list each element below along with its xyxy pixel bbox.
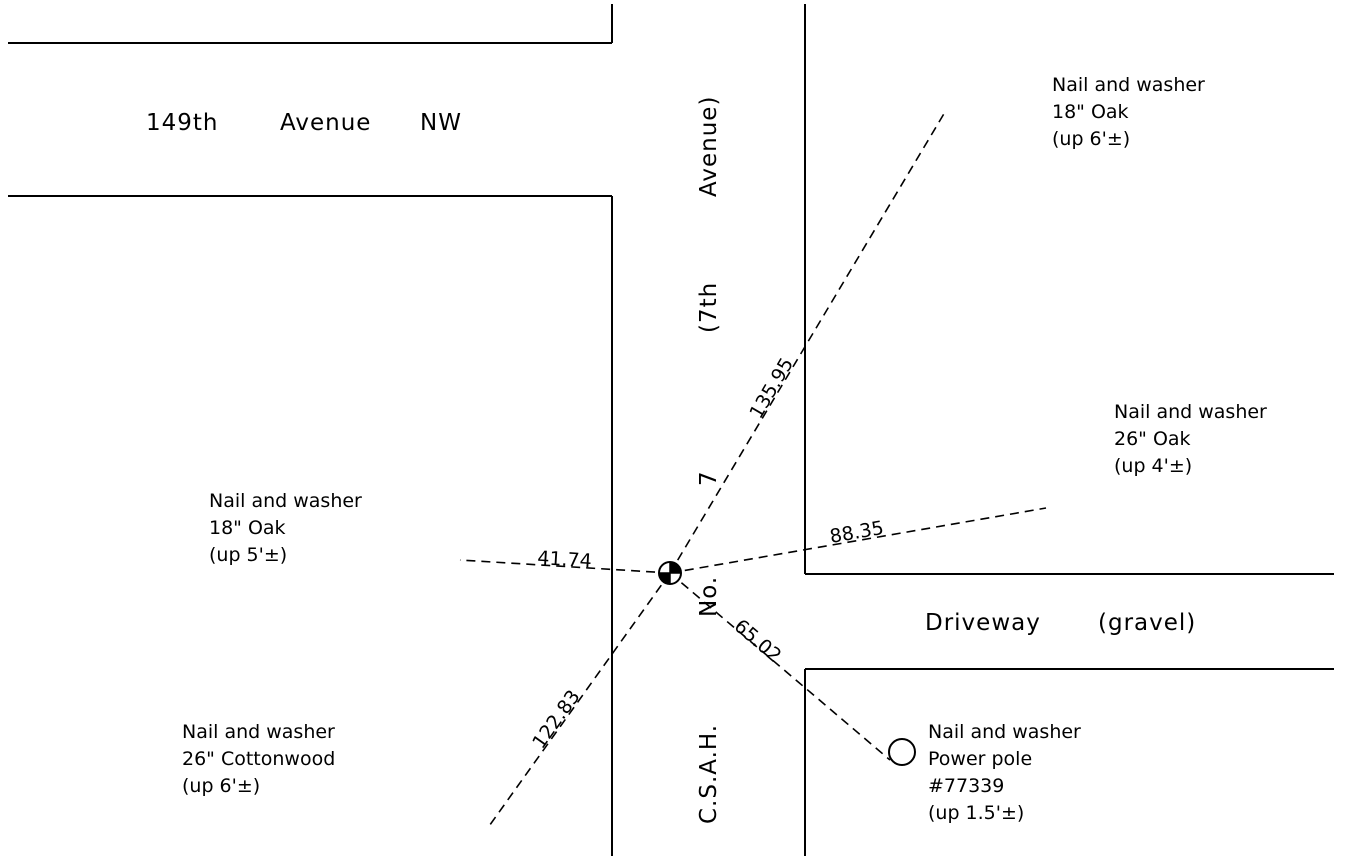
avenue-149th-word-1: 149th (146, 110, 219, 136)
tie-line-east-oak (669, 507, 1047, 574)
driveway-word-2: (gravel) (1098, 610, 1196, 636)
distance-power-pole: 65.02 (730, 615, 786, 667)
tie-lines (459, 111, 1047, 830)
label-west-oak-line-3: (up 5'±) (209, 544, 287, 566)
tree-icon-east-oak (981, 385, 1105, 509)
driveway-label: Driveway (gravel) (925, 610, 1196, 636)
csah-7-part-1: C.S.A.H. (696, 724, 722, 824)
label-east-oak: Nail and washer 26" Oak (up 4'±) (1114, 401, 1267, 477)
label-east-oak-line-1: Nail and washer (1114, 401, 1267, 423)
label-east-oak-line-3: (up 4'±) (1114, 455, 1192, 477)
avenue-149th-word-2: Avenue (280, 110, 371, 136)
tree-icon-west-oak (411, 471, 503, 563)
distance-west-oak: 41.74 (537, 547, 593, 572)
power-pole-icon (888, 738, 916, 766)
tree-icon-southwest-cottonwood (370, 738, 494, 862)
csah-7-part-2: No. (696, 576, 722, 617)
avenue-149th-label: 149th Avenue NW (146, 110, 462, 136)
row-lines (8, 4, 1334, 856)
label-northeast-oak: Nail and washer 18" Oak (up 6'±) (1052, 74, 1205, 150)
distance-northeast-oak: 135.95 (745, 354, 798, 422)
label-east-oak-line-2: 26" Oak (1114, 428, 1191, 450)
label-northeast-oak-line-1: Nail and washer (1052, 74, 1205, 96)
label-northeast-oak-line-3: (up 6'±) (1052, 128, 1130, 150)
distance-east-oak: 88.35 (828, 517, 885, 548)
tree-icon-northeast-oak (941, 77, 1033, 169)
csah-7-part-4: (7th (696, 282, 722, 333)
label-southwest-cottonwood: Nail and washer 26" Cottonwood (up 6'±) (182, 721, 335, 797)
csah-7-label: C.S.A.H. No. 7 (7th Avenue) (696, 96, 722, 824)
avenue-149th-word-3: NW (420, 110, 462, 136)
csah-7-part-5: Avenue) (696, 96, 722, 197)
label-northeast-oak-line-2: 18" Oak (1052, 101, 1129, 123)
label-power-pole-line-3: #77339 (928, 775, 1004, 797)
label-west-oak-line-1: Nail and washer (209, 490, 362, 512)
tie-line-power-pole (669, 572, 891, 761)
label-power-pole-line-2: Power pole (928, 748, 1032, 770)
tie-line-west-oak (459, 559, 671, 574)
csah-7-part-3: 7 (696, 470, 722, 486)
label-power-pole-line-1: Nail and washer (928, 721, 1081, 743)
tie-line-southwest-cottonwood (486, 572, 671, 830)
label-southwest-cottonwood-line-1: Nail and washer (182, 721, 335, 743)
distance-southwest-cottonwood: 122.83 (528, 686, 585, 753)
label-southwest-cottonwood-line-3: (up 6'±) (182, 775, 260, 797)
label-power-pole: Nail and washer Power pole #77339 (up 1.… (928, 721, 1081, 824)
control-point-icon (658, 561, 682, 585)
label-west-oak: Nail and washer 18" Oak (up 5'±) (209, 490, 362, 566)
tie-distances: 135.95 88.35 41.74 122.83 65.02 (528, 354, 885, 753)
driveway-word-1: Driveway (925, 610, 1041, 636)
label-west-oak-line-2: 18" Oak (209, 517, 286, 539)
label-power-pole-line-4: (up 1.5'±) (928, 802, 1024, 824)
label-southwest-cottonwood-line-2: 26" Cottonwood (182, 748, 335, 770)
